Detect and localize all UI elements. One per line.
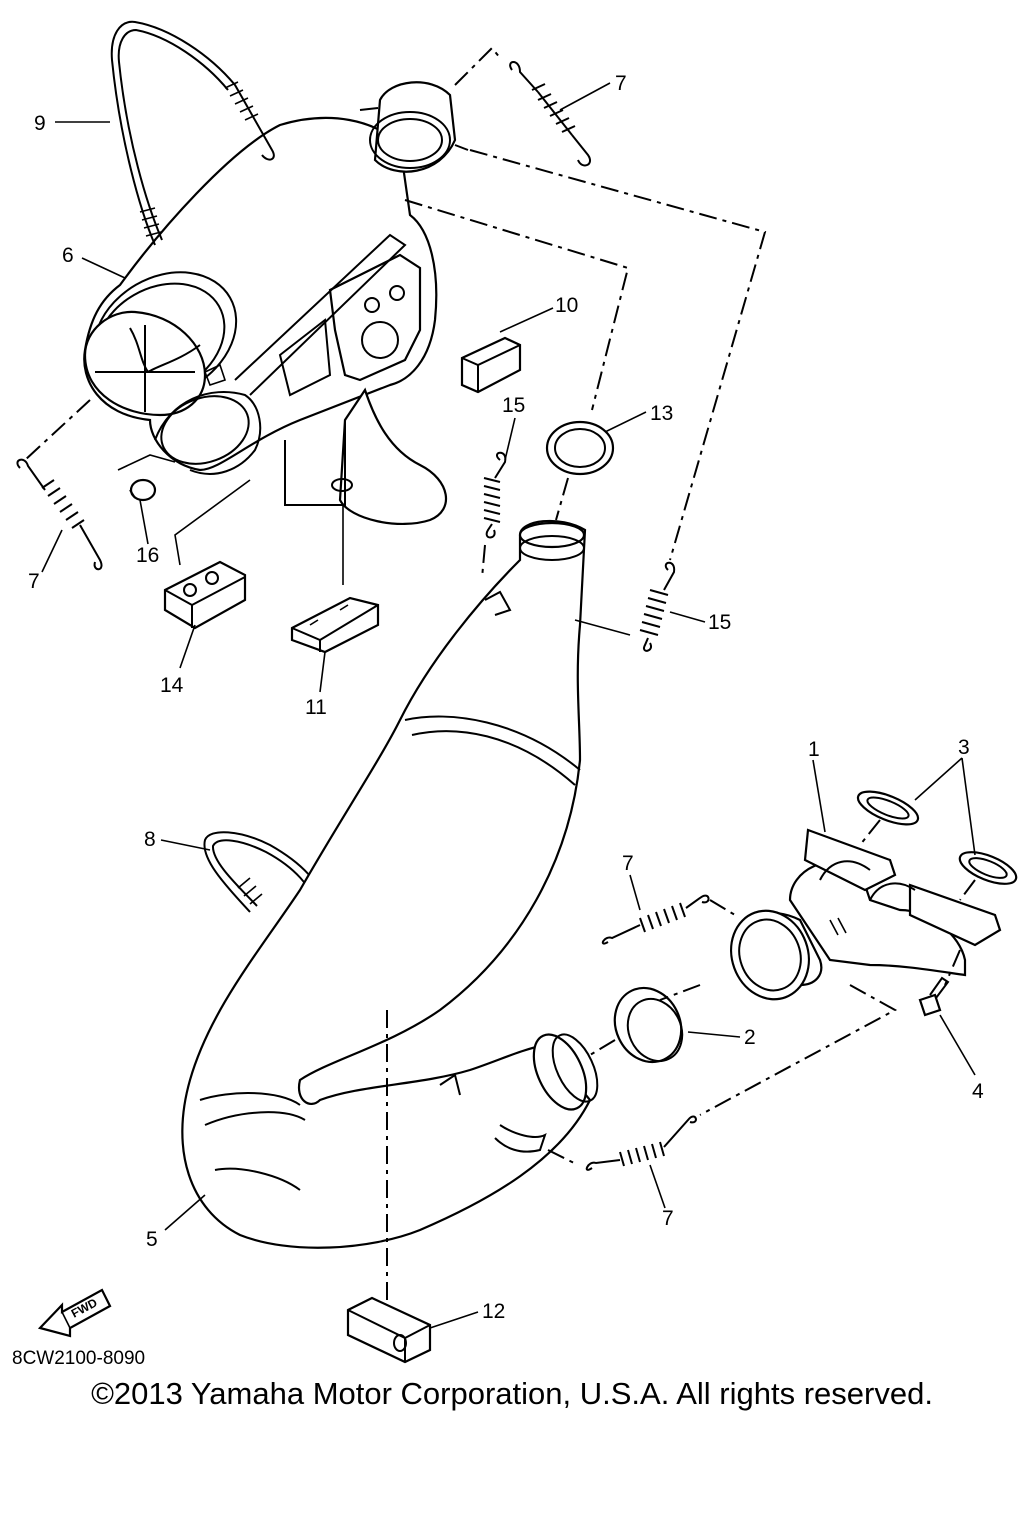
label-13: 13 xyxy=(650,402,673,425)
label-15: 15 xyxy=(708,611,731,634)
exhaust-pipe-part-5 xyxy=(181,519,599,1249)
protector-part-12 xyxy=(346,1296,432,1364)
part-labels: 9 6 7 10 15 13 7 16 15 14 11 1 3 8 7 2 4… xyxy=(28,72,984,1323)
label-15: 15 xyxy=(502,394,525,417)
spring-part-7-mid xyxy=(601,894,710,945)
spring-part-15-right xyxy=(639,561,676,652)
spring-part-15-mid xyxy=(483,451,507,539)
bolt-part-16 xyxy=(129,478,157,502)
label-2: 2 xyxy=(744,1026,756,1049)
label-1: 1 xyxy=(808,738,820,761)
label-12: 12 xyxy=(482,1300,505,1323)
gasket-part-13 xyxy=(545,420,615,476)
wire-part-9 xyxy=(110,20,275,246)
damper-part-14 xyxy=(163,560,247,630)
label-9: 9 xyxy=(34,112,46,135)
manifold-part-1 xyxy=(730,828,1002,1001)
label-16: 16 xyxy=(136,544,159,567)
damper-part-11 xyxy=(290,596,380,654)
spring-part-7-bottom xyxy=(585,1115,697,1171)
label-6: 6 xyxy=(62,244,74,267)
label-7: 7 xyxy=(28,570,40,593)
label-11: 11 xyxy=(305,696,327,719)
label-4: 4 xyxy=(972,1080,984,1103)
label-14: 14 xyxy=(160,674,184,697)
silencer-part-6 xyxy=(83,81,469,526)
figure-code: 8CW2100-8090 xyxy=(12,1348,145,1369)
label-8: 8 xyxy=(144,828,156,851)
gasket-part-3 xyxy=(856,790,1018,885)
label-10: 10 xyxy=(555,294,578,317)
leader-lines xyxy=(41,82,976,1329)
gasket-part-2 xyxy=(613,986,684,1064)
spring-part-7-top xyxy=(509,61,591,167)
label-5: 5 xyxy=(146,1228,158,1251)
label-7: 7 xyxy=(622,852,634,875)
damper-part-10 xyxy=(460,336,522,394)
label-7: 7 xyxy=(662,1207,674,1230)
label-3: 3 xyxy=(958,736,970,759)
copyright-notice: ©2013 Yamaha Motor Corporation, U.S.A. A… xyxy=(91,1376,933,1411)
label-7: 7 xyxy=(615,72,627,95)
assembly-center-lines xyxy=(24,46,976,1300)
spring-part-7-left xyxy=(16,458,103,571)
fwd-arrow-icon: FWD xyxy=(37,1288,112,1338)
bolt-part-4 xyxy=(918,976,950,1017)
